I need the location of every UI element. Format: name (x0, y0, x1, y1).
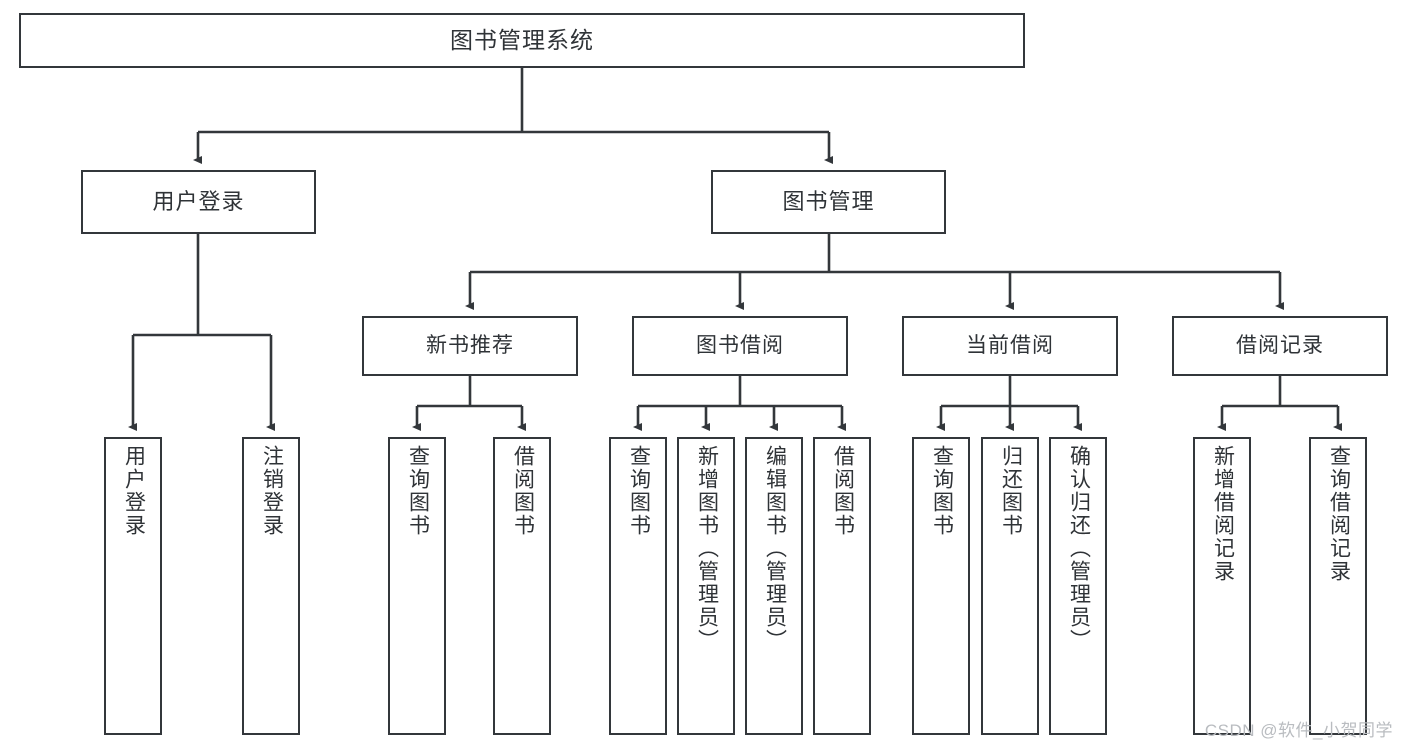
node-leaf-query-book-2[interactable]: 查询图书 (609, 437, 667, 735)
node-leaf-borrow-book-2[interactable]: 借阅图书 (813, 437, 871, 735)
node-borrow-record[interactable]: 借阅记录 (1172, 316, 1388, 376)
node-leaf-borrow-book-1[interactable]: 借阅图书 (493, 437, 551, 735)
node-label: 编辑图书（管理员） (763, 445, 787, 652)
node-leaf-user-login[interactable]: 用户登录 (104, 437, 162, 735)
node-label: 确认归还（管理员） (1067, 445, 1091, 652)
node-label: 图书管理系统 (450, 27, 594, 54)
node-leaf-query-book-1[interactable]: 查询图书 (388, 437, 446, 735)
node-leaf-query-record[interactable]: 查询借阅记录 (1309, 437, 1367, 735)
node-label: 借阅记录 (1236, 333, 1324, 357)
node-current-borrow[interactable]: 当前借阅 (902, 316, 1118, 376)
node-label: 图书借阅 (696, 333, 784, 357)
node-root-system[interactable]: 图书管理系统 (19, 13, 1025, 68)
node-leaf-add-record[interactable]: 新增借阅记录 (1193, 437, 1251, 735)
node-label: 注销登录 (260, 445, 284, 537)
node-new-book-recommend[interactable]: 新书推荐 (362, 316, 578, 376)
node-leaf-add-book[interactable]: 新增图书（管理员） (677, 437, 735, 735)
node-label: 新书推荐 (426, 333, 514, 357)
node-label: 当前借阅 (966, 333, 1054, 357)
node-label: 查询图书 (627, 445, 651, 537)
node-label: 用户登录 (152, 189, 245, 215)
watermark: CSDN @软件_小贺同学 (1204, 721, 1393, 740)
node-label: 归还图书 (999, 445, 1023, 537)
node-book-manage[interactable]: 图书管理 (711, 170, 946, 234)
node-label: 新增图书（管理员） (695, 445, 719, 652)
node-leaf-logout[interactable]: 注销登录 (242, 437, 300, 735)
node-label: 查询图书 (930, 445, 954, 537)
node-label: 借阅图书 (831, 445, 855, 537)
node-label: 查询借阅记录 (1327, 445, 1351, 583)
node-user-login[interactable]: 用户登录 (81, 170, 316, 234)
node-label: 查询图书 (406, 445, 430, 537)
node-leaf-return-book[interactable]: 归还图书 (981, 437, 1039, 735)
node-book-borrow[interactable]: 图书借阅 (632, 316, 848, 376)
node-label: 新增借阅记录 (1211, 445, 1235, 583)
node-leaf-confirm-return[interactable]: 确认归还（管理员） (1049, 437, 1107, 735)
node-label: 用户登录 (122, 445, 146, 537)
node-label: 借阅图书 (511, 445, 535, 537)
node-label: 图书管理 (782, 189, 875, 215)
node-leaf-query-book-3[interactable]: 查询图书 (912, 437, 970, 735)
node-leaf-edit-book[interactable]: 编辑图书（管理员） (745, 437, 803, 735)
